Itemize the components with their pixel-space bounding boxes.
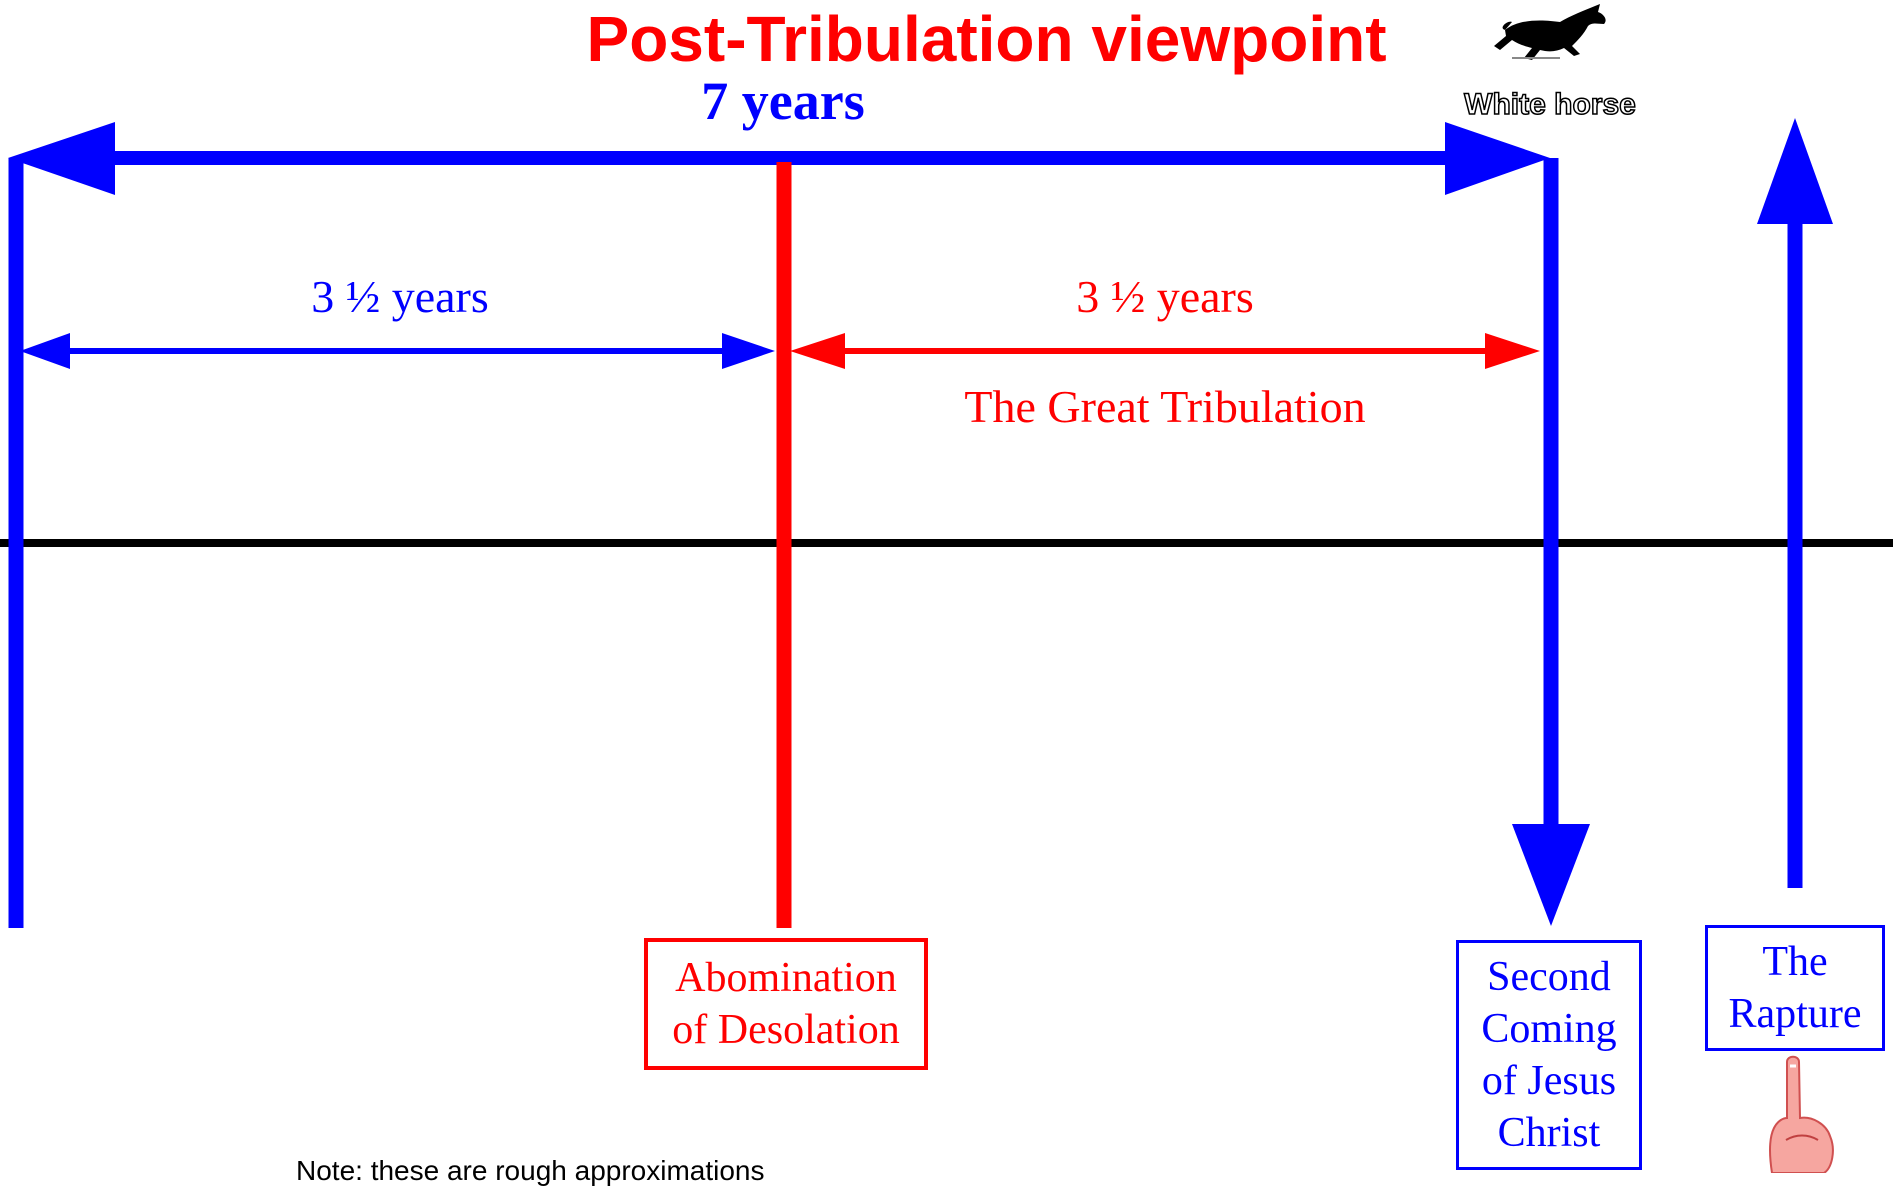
second-half-arrow: [790, 333, 1540, 369]
abomination-label: Abomination of Desolation: [672, 955, 900, 1053]
diagram-title: Post-Tribulation viewpoint: [586, 3, 1387, 75]
first-half-arrow: [20, 333, 775, 369]
seven-years-label: 7 years: [701, 71, 865, 131]
second-coming-label: Second Coming of Jesus Christ: [1481, 954, 1617, 1156]
second-half-label: 3 ½ years: [1076, 271, 1254, 322]
white-horse-label: White horse: [1463, 87, 1636, 122]
abomination-box: Abomination of Desolation: [644, 938, 928, 1070]
pointing-finger-icon: [1769, 1055, 1834, 1173]
approximation-note: Note: these are rough approximations: [296, 1155, 765, 1186]
first-half-label: 3 ½ years: [311, 271, 489, 322]
second-coming-box: Second Coming of Jesus Christ: [1456, 940, 1642, 1170]
second-coming-arrow: [1512, 158, 1590, 926]
horse-icon: [1494, 4, 1606, 60]
rapture-box: The Rapture: [1705, 925, 1885, 1051]
rapture-label: The Rapture: [1728, 939, 1862, 1037]
rapture-arrow: [1757, 118, 1833, 888]
great-tribulation-label: The Great Tribulation: [964, 381, 1366, 432]
seven-years-arrow: [8, 122, 1550, 195]
